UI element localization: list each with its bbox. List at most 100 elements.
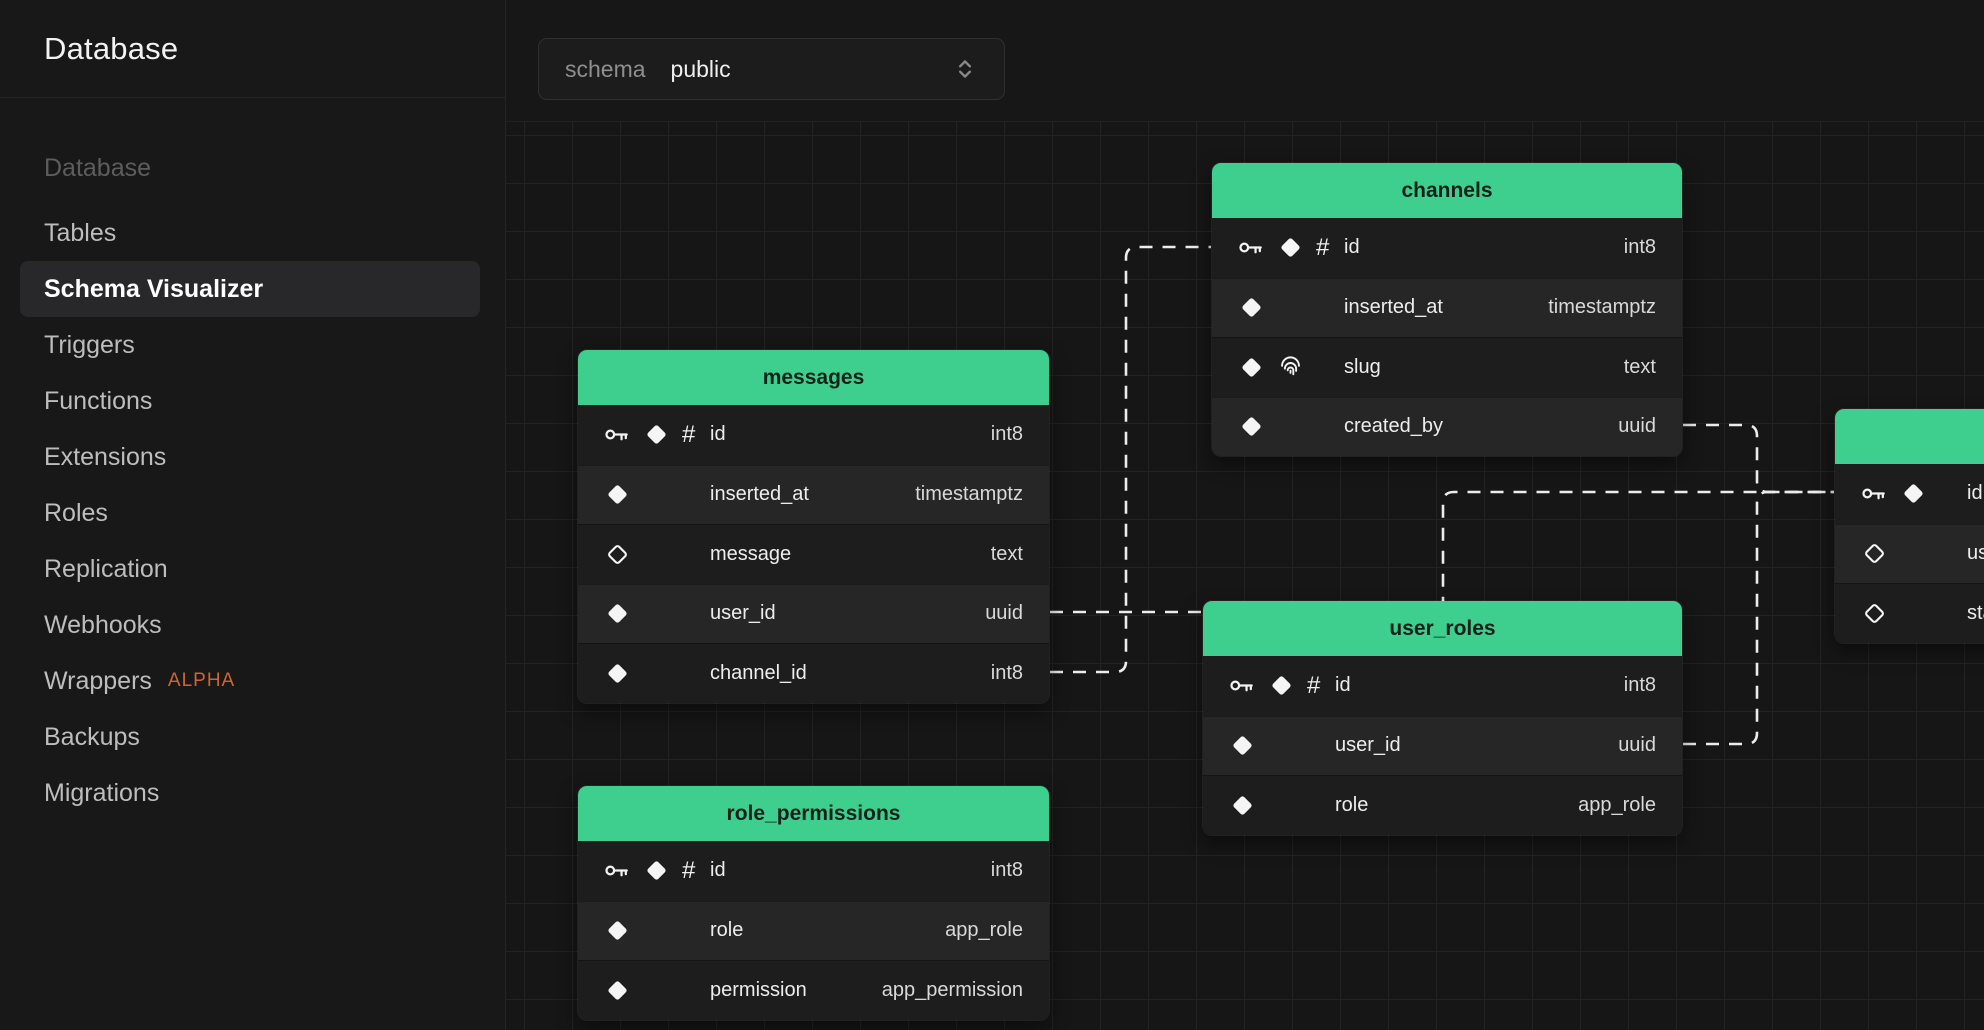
sidebar-item-roles[interactable]: Roles: [0, 485, 505, 541]
field-type: app_role: [1578, 793, 1656, 816]
field-name: id: [710, 859, 726, 882]
diamond-filled-icon: [647, 425, 666, 444]
sidebar-item-label: Replication: [44, 554, 168, 583]
sidebar-item-wrappers[interactable]: Wrappers ALPHA: [0, 653, 505, 709]
field-row-use: use: [1835, 523, 1984, 583]
sidebar-item-functions[interactable]: Functions: [0, 373, 505, 429]
table-name: messages: [762, 365, 865, 389]
diamond-filled-icon: [608, 485, 627, 504]
sidebar-item-label: Functions: [44, 386, 153, 415]
field-icons: [604, 541, 710, 568]
sidebar-item-label: Tables: [44, 218, 117, 247]
field-type: app_role: [945, 919, 1023, 942]
field-type: int8: [990, 859, 1023, 882]
table-node-partial[interactable]: idusesta: [1834, 408, 1984, 644]
sidebar-item-label: Wrappers: [44, 666, 152, 695]
diamond-filled-icon: [1242, 358, 1261, 377]
diamond-filled-icon: [1233, 796, 1252, 815]
diamond-outline-icon: [1865, 603, 1884, 623]
identity-hash-icon: #: [682, 420, 696, 448]
relationship-edges: [1050, 245, 1834, 746]
diamond-filled-icon: [608, 664, 627, 683]
schema-selector-value: public: [670, 55, 731, 82]
identity-hash-icon: #: [1316, 233, 1330, 261]
field-type: int8: [1623, 674, 1656, 697]
alpha-badge: ALPHA: [167, 670, 236, 691]
table-header[interactable]: channels: [1212, 163, 1682, 218]
sidebar-item-label: Backups: [44, 722, 140, 751]
table-name: channels: [1401, 178, 1493, 202]
field-type: text: [1623, 355, 1656, 378]
schema-selector[interactable]: schema public: [538, 38, 1005, 100]
field-name: user_id: [1335, 734, 1401, 757]
diamond-outline-icon: [608, 544, 627, 564]
table-header[interactable]: [1835, 409, 1984, 464]
schema-selector-label: schema: [565, 55, 646, 82]
field-type: uuid: [1618, 415, 1656, 438]
field-icons: #: [1238, 234, 1344, 261]
field-name: message: [710, 542, 792, 565]
field-icons: [1229, 732, 1335, 759]
sidebar-item-backups[interactable]: Backups: [0, 709, 505, 765]
fk-edge-messages-user-id-to-users-id: [1050, 490, 1834, 614]
field-icons: [1238, 354, 1344, 381]
field-name: slug: [1344, 355, 1381, 378]
field-row-id: # id int8: [578, 405, 1049, 465]
field-icons: [604, 917, 710, 944]
sidebar-item-replication[interactable]: Replication: [0, 541, 505, 597]
sidebar-item-tables[interactable]: Tables: [0, 205, 505, 261]
diamond-filled-icon: [1233, 736, 1252, 755]
sidebar-item-triggers[interactable]: Triggers: [0, 317, 505, 373]
field-icons: [1229, 792, 1335, 819]
sidebar-section-label: Database: [44, 153, 152, 182]
sidebar-item-label: Triggers: [44, 330, 135, 359]
field-type: app_permission: [881, 978, 1023, 1001]
sidebar-item-extensions[interactable]: Extensions: [0, 429, 505, 485]
field-icons: [604, 600, 710, 627]
sidebar-item-label: Extensions: [44, 442, 167, 471]
field-name: user_id: [710, 602, 776, 625]
field-type: text: [990, 542, 1023, 565]
identity-hash-icon: #: [682, 856, 696, 884]
field-type: int8: [990, 423, 1023, 446]
field-name: channel_id: [710, 661, 807, 684]
sidebar-item-label: Schema Visualizer: [44, 274, 264, 303]
sidebar-item-schema-visualizer[interactable]: Schema Visualizer: [20, 261, 480, 317]
field-name: id: [1344, 236, 1360, 259]
field-icons: [604, 977, 710, 1004]
diamond-filled-icon: [608, 604, 627, 623]
field-icons: #: [604, 857, 710, 884]
diamond-filled-icon: [1242, 417, 1261, 436]
table-header[interactable]: role_permissions: [578, 786, 1049, 841]
table-header[interactable]: user_roles: [1203, 601, 1682, 656]
sidebar-item-webhooks[interactable]: Webhooks: [0, 597, 505, 653]
field-icons: [604, 660, 710, 687]
sidebar-item-label: Roles: [44, 498, 108, 527]
field-row-message: message text: [578, 524, 1049, 584]
topbar: schema public: [506, 0, 1984, 122]
sidebar-item-migrations[interactable]: Migrations: [0, 765, 505, 821]
field-type: uuid: [1618, 734, 1656, 757]
fingerprint-unique-icon: [1281, 356, 1300, 375]
sidebar-header: Database: [0, 0, 505, 98]
table-header[interactable]: messages: [578, 350, 1049, 405]
field-name: id: [710, 423, 726, 446]
field-row-sta: sta: [1835, 583, 1984, 643]
table-name: role_permissions: [726, 801, 901, 825]
diamond-filled-icon: [1904, 484, 1923, 503]
field-row-user-id: user_id uuid: [1203, 715, 1682, 775]
